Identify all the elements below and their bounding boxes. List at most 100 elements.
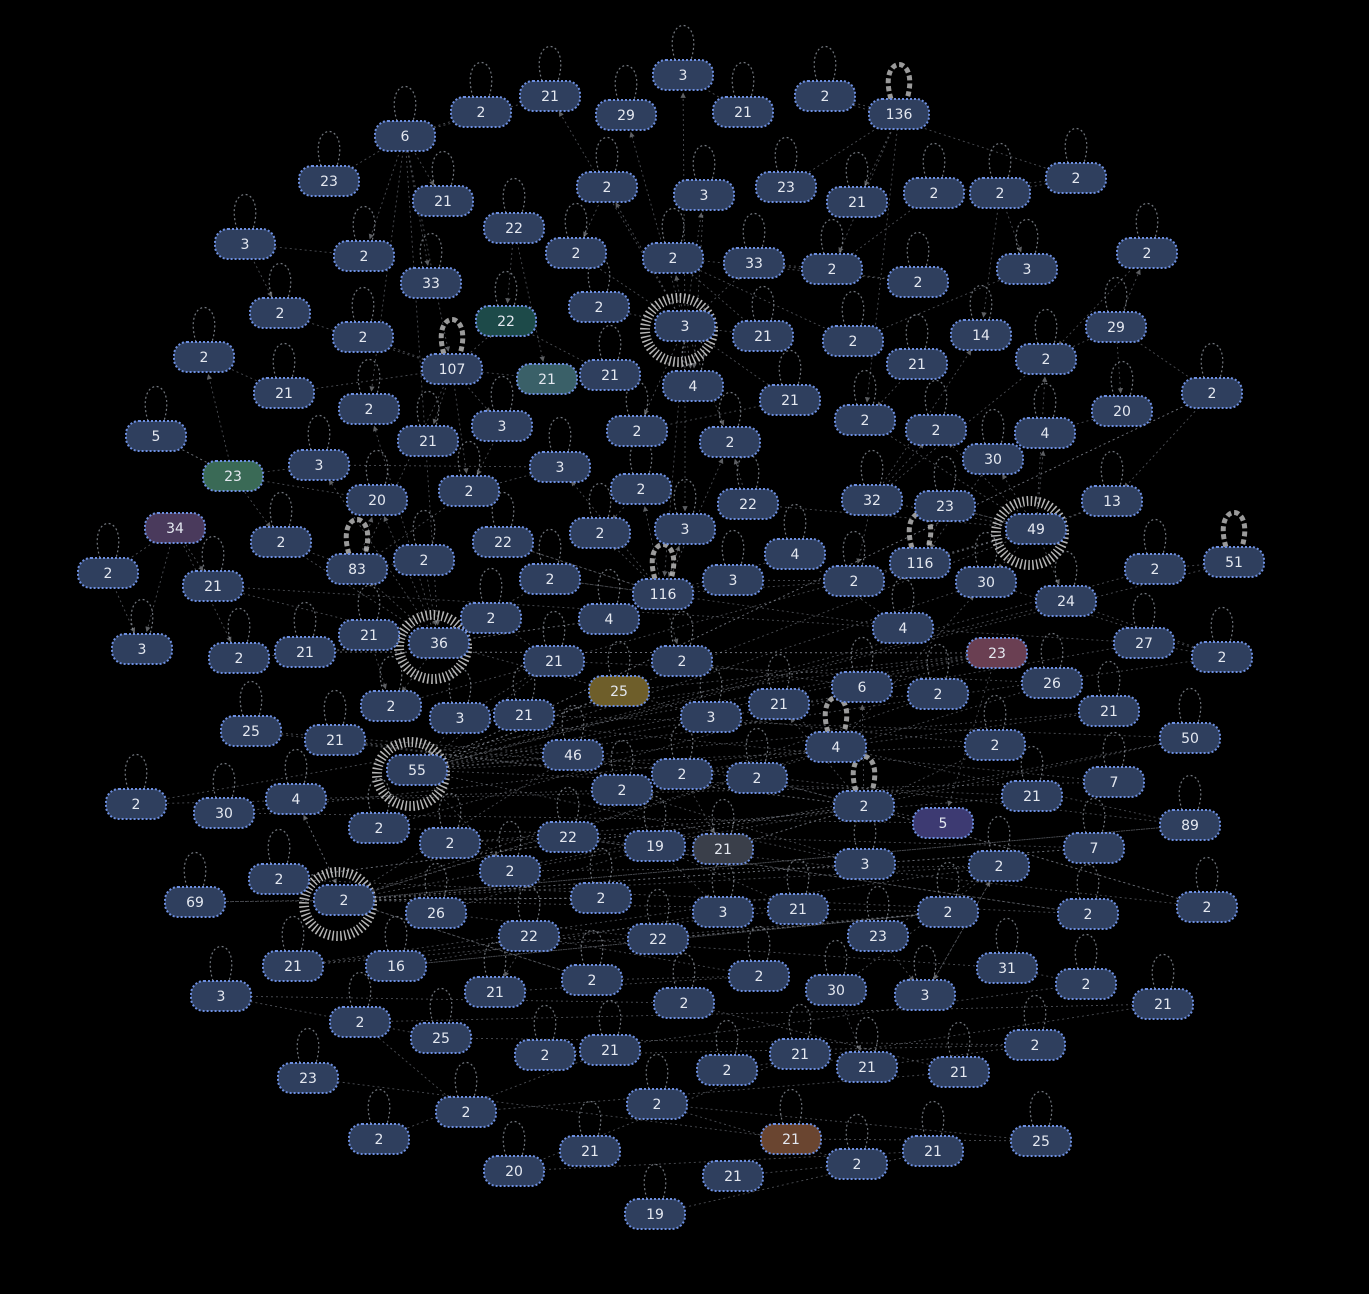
graph-node[interactable]: 4 bbox=[805, 731, 867, 763]
graph-node[interactable]: 4 bbox=[764, 538, 826, 570]
graph-node[interactable]: 3 bbox=[111, 633, 173, 665]
graph-node[interactable]: 4 bbox=[872, 612, 934, 644]
graph-node[interactable]: 89 bbox=[1159, 809, 1221, 841]
graph-node[interactable]: 24 bbox=[1035, 585, 1097, 617]
graph-node[interactable]: 2 bbox=[393, 544, 455, 576]
graph-node[interactable]: 2 bbox=[460, 602, 522, 634]
graph-node[interactable]: 116 bbox=[632, 578, 694, 610]
graph-node[interactable]: 2 bbox=[1124, 553, 1186, 585]
graph-node[interactable]: 2 bbox=[208, 642, 270, 674]
graph-node[interactable]: 26 bbox=[1021, 667, 1083, 699]
graph-node[interactable]: 21 bbox=[712, 96, 774, 128]
graph-node[interactable]: 49 bbox=[1005, 513, 1067, 545]
graph-node[interactable]: 25 bbox=[588, 675, 650, 707]
graph-node[interactable]: 3 bbox=[429, 702, 491, 734]
graph-node[interactable]: 21 bbox=[1132, 988, 1194, 1020]
graph-node[interactable]: 29 bbox=[595, 99, 657, 131]
graph-node[interactable]: 3 bbox=[190, 980, 252, 1012]
graph-node[interactable]: 23 bbox=[914, 490, 976, 522]
graph-node[interactable]: 20 bbox=[483, 1155, 545, 1187]
graph-node[interactable]: 14 bbox=[950, 319, 1012, 351]
graph-node[interactable]: 22 bbox=[475, 305, 537, 337]
graph-node[interactable]: 2 bbox=[1181, 377, 1243, 409]
graph-node[interactable]: 2 bbox=[249, 297, 311, 329]
graph-node[interactable]: 21 bbox=[579, 1034, 641, 1066]
graph-node[interactable]: 2 bbox=[651, 645, 713, 677]
graph-node[interactable]: 69 bbox=[164, 886, 226, 918]
graph-node[interactable]: 2 bbox=[626, 1088, 688, 1120]
graph-node[interactable]: 50 bbox=[1159, 722, 1221, 754]
graph-node[interactable]: 2 bbox=[519, 563, 581, 595]
graph-node[interactable]: 2 bbox=[642, 242, 704, 274]
graph-node[interactable]: 2 bbox=[696, 1054, 758, 1086]
graph-node[interactable]: 2 bbox=[834, 404, 896, 436]
graph-node[interactable]: 2 bbox=[545, 237, 607, 269]
graph-node[interactable]: 2 bbox=[1191, 641, 1253, 673]
graph-node[interactable]: 3 bbox=[652, 59, 714, 91]
graph-node[interactable]: 6 bbox=[831, 671, 893, 703]
graph-node[interactable]: 2 bbox=[699, 426, 761, 458]
graph-node[interactable]: 4 bbox=[1014, 417, 1076, 449]
graph-node[interactable]: 30 bbox=[955, 566, 1017, 598]
graph-node[interactable]: 21 bbox=[748, 688, 810, 720]
graph-node[interactable]: 83 bbox=[326, 553, 388, 585]
graph-node[interactable]: 21 bbox=[1001, 780, 1063, 812]
graph-node[interactable]: 2 bbox=[726, 762, 788, 794]
graph-node[interactable]: 21 bbox=[516, 363, 578, 395]
graph-node[interactable]: 2 bbox=[822, 325, 884, 357]
graph-node[interactable]: 107 bbox=[421, 353, 483, 385]
graph-node[interactable]: 3 bbox=[654, 513, 716, 545]
graph-node[interactable]: 19 bbox=[624, 1198, 686, 1230]
graph-node[interactable]: 2 bbox=[887, 266, 949, 298]
graph-node[interactable]: 2 bbox=[333, 240, 395, 272]
graph-node[interactable]: 2 bbox=[968, 850, 1030, 882]
graph-node[interactable]: 21 bbox=[760, 1123, 822, 1155]
graph-node[interactable]: 21 bbox=[826, 186, 888, 218]
graph-node[interactable]: 30 bbox=[805, 974, 867, 1006]
graph-node[interactable]: 2 bbox=[728, 960, 790, 992]
graph-node[interactable]: 21 bbox=[702, 1160, 764, 1192]
graph-node[interactable]: 2 bbox=[917, 896, 979, 928]
graph-node[interactable]: 33 bbox=[723, 247, 785, 279]
graph-node[interactable]: 2 bbox=[450, 96, 512, 128]
graph-node[interactable]: 21 bbox=[579, 359, 641, 391]
graph-node[interactable]: 21 bbox=[397, 425, 459, 457]
graph-node[interactable]: 21 bbox=[253, 377, 315, 409]
graph-node[interactable]: 2 bbox=[801, 253, 863, 285]
graph-node[interactable]: 21 bbox=[692, 833, 754, 865]
graph-node[interactable]: 20 bbox=[1091, 395, 1153, 427]
graph-node[interactable]: 22 bbox=[483, 212, 545, 244]
graph-node[interactable]: 34 bbox=[144, 512, 206, 544]
graph-node[interactable]: 2 bbox=[591, 774, 653, 806]
graph-node[interactable]: 21 bbox=[759, 384, 821, 416]
graph-node[interactable]: 3 bbox=[834, 848, 896, 880]
graph-node[interactable]: 2 bbox=[794, 80, 856, 112]
graph-node[interactable]: 2 bbox=[1015, 343, 1077, 375]
graph-node[interactable]: 2 bbox=[903, 177, 965, 209]
graph-node[interactable]: 2 bbox=[905, 414, 967, 446]
graph-node[interactable]: 2 bbox=[826, 1148, 888, 1180]
graph-node[interactable]: 2 bbox=[1055, 968, 1117, 1000]
graph-node[interactable]: 2 bbox=[419, 827, 481, 859]
graph-node[interactable]: 21 bbox=[182, 570, 244, 602]
graph-node[interactable]: 4 bbox=[265, 783, 327, 815]
graph-node[interactable]: 3 bbox=[214, 228, 276, 260]
graph-node[interactable]: 2 bbox=[653, 987, 715, 1019]
graph-node[interactable]: 21 bbox=[836, 1051, 898, 1083]
graph-node[interactable]: 21 bbox=[769, 1038, 831, 1070]
graph-node[interactable]: 26 bbox=[405, 897, 467, 929]
graph-node[interactable]: 21 bbox=[464, 976, 526, 1008]
graph-node[interactable]: 2 bbox=[348, 1123, 410, 1155]
graph-node[interactable]: 21 bbox=[1078, 695, 1140, 727]
graph-node[interactable]: 6 bbox=[374, 120, 436, 152]
graph-node[interactable]: 2 bbox=[610, 473, 672, 505]
graph-node[interactable]: 2 bbox=[969, 177, 1031, 209]
graph-node[interactable]: 23 bbox=[847, 920, 909, 952]
graph-node[interactable]: 29 bbox=[1085, 311, 1147, 343]
graph-node[interactable]: 3 bbox=[692, 896, 754, 928]
graph-node[interactable]: 23 bbox=[298, 165, 360, 197]
graph-node[interactable]: 5 bbox=[125, 420, 187, 452]
graph-node[interactable]: 16 bbox=[365, 950, 427, 982]
graph-node[interactable]: 3 bbox=[654, 310, 716, 342]
graph-node[interactable]: 2 bbox=[479, 855, 541, 887]
